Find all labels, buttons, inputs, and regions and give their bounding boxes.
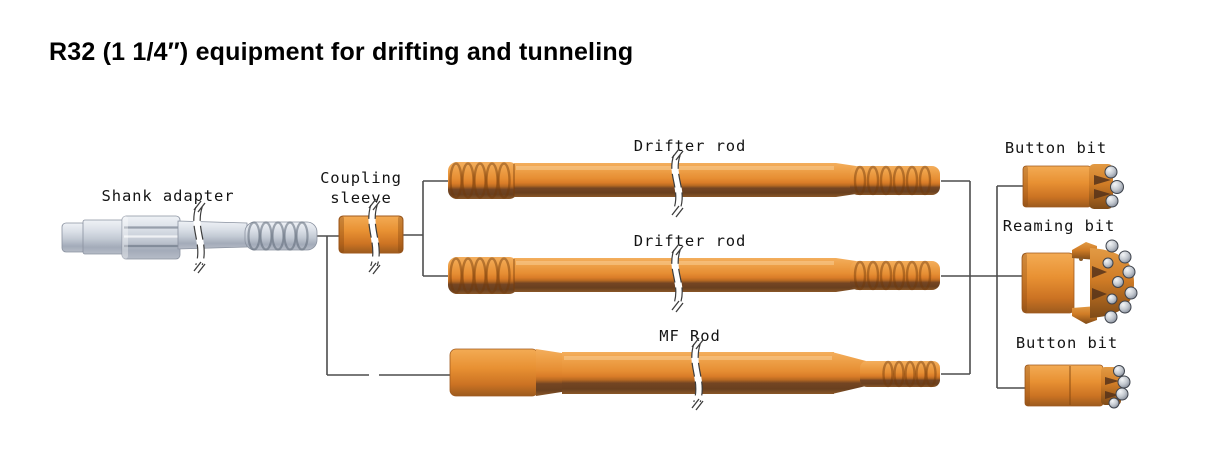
drifter-rod-top-right-threads	[850, 165, 940, 196]
reaming-bit-flushing-hole	[1079, 257, 1083, 261]
button-bit-top-slots	[1094, 175, 1111, 199]
button-bit-top-edge	[1023, 166, 1028, 207]
coupling-sleeve-right-edge	[398, 216, 403, 253]
drifter-rod-middle-label: Drifter rod	[634, 232, 747, 250]
drifter-rod-top-break-mark	[671, 148, 684, 218]
coupling-sleeve-break-mark	[368, 198, 381, 275]
drifter-rod-middle-left-threads	[448, 257, 518, 294]
mf-rod: MF Rod	[449, 327, 940, 411]
reaming-bit-buttons	[1102, 239, 1138, 324]
drifter-rod-top-left-threads	[448, 162, 518, 199]
mf-rod-neck	[536, 349, 568, 396]
button-bit-bottom-slots	[1105, 377, 1119, 399]
reaming-bit-edge	[1022, 253, 1027, 313]
shank-splined-collar	[121, 215, 181, 260]
shank-body-cylinder	[82, 219, 125, 255]
button-bit-top-body	[1022, 165, 1092, 208]
shank-adapter-label: Shank adapter	[101, 187, 234, 205]
reaming-bit-dome	[1090, 248, 1134, 318]
mf-rod-threaded-end	[860, 360, 940, 388]
mf-rod-label: MF Rod	[659, 327, 720, 345]
reaming-bit-slots	[1092, 266, 1107, 300]
button-bit-top-buttons	[1104, 165, 1124, 208]
drifter-rod-top-label: Drifter rod	[634, 137, 747, 155]
page-title: R32 (1 1/4″) equipment for drifting and …	[49, 37, 634, 66]
reaming-bit-label: Reaming bit	[1003, 217, 1116, 235]
button-bit-bottom-body	[1024, 364, 1104, 407]
coupling-sleeve: Coupling sleeve	[320, 169, 404, 275]
drifter-rod-top: Drifter rod	[448, 137, 940, 218]
connector-lines	[317, 180, 1025, 389]
button-bit-bottom-edge	[1025, 365, 1030, 406]
button-bit-bottom: Button bit	[1016, 334, 1131, 409]
button-bit-top-label: Button bit	[1005, 139, 1107, 157]
coupling-sleeve-left-edge	[339, 216, 344, 253]
shank-end-cylinder	[61, 222, 87, 253]
mf-rod-break-mark	[691, 337, 704, 411]
drifter-rod-middle-right-threads	[850, 260, 940, 291]
button-bit-top: Button bit	[1005, 139, 1124, 209]
coupling-sleeve-label-line2: sleeve	[330, 189, 391, 207]
mf-rod-taper	[832, 352, 866, 394]
button-bit-bottom-label: Button bit	[1016, 334, 1118, 352]
reaming-bit: Reaming bit	[1003, 217, 1138, 324]
coupling-sleeve-label-line1: Coupling	[320, 169, 402, 187]
reaming-bit-skirt	[1021, 252, 1075, 314]
shank-adapter: Shank adapter	[61, 187, 318, 274]
button-bit-bottom-buttons	[1108, 365, 1131, 409]
mf-rod-female-end	[449, 348, 539, 397]
shank-threaded-end	[244, 221, 318, 251]
drifter-rod-middle: Drifter rod	[448, 232, 940, 313]
shank-shaft	[177, 220, 248, 250]
drifter-rod-middle-break-mark	[671, 243, 684, 313]
shank-break-mark	[193, 200, 206, 274]
